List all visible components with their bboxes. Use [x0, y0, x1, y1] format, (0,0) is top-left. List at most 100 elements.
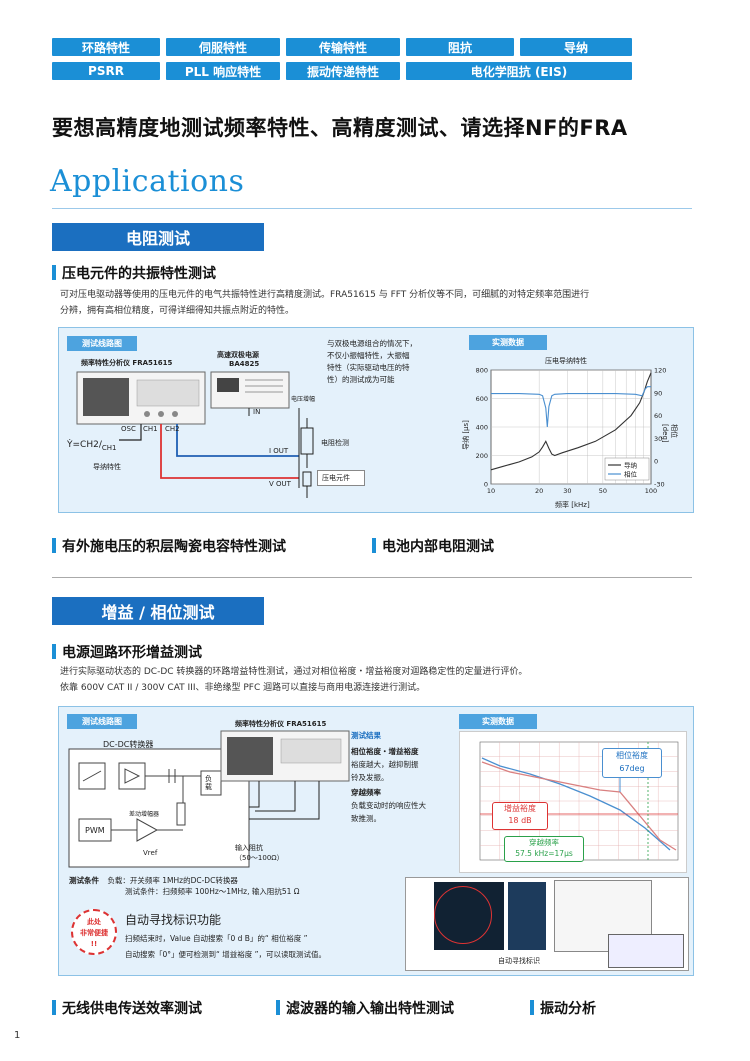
- cond-title: 测试条件: [69, 876, 99, 885]
- chart1-ytick: 800: [476, 367, 488, 375]
- chart1-xtick: 100: [645, 487, 657, 495]
- result-head-1: 相位裕度・增益裕度: [351, 747, 419, 756]
- chart1-ytick: 0: [484, 481, 488, 489]
- res-label: 电阻检测: [321, 439, 349, 447]
- para2-line-1: 进行实际驱动状态的 DC-DC 转换器的环路增益特性测试，通过对相位裕度・增益裕…: [60, 667, 528, 677]
- blue-wire: [176, 424, 299, 457]
- gain-margin-box: 增益裕度 18 dB: [492, 802, 548, 830]
- chart1-y2tick: 60: [654, 412, 662, 420]
- section-divider: [52, 577, 692, 578]
- auto-line-2: 自动搜索「0°」便可检测到“ 增益裕度 ”，可以读取测试值。: [125, 950, 327, 959]
- piezo-circuit-diagram: [76, 371, 314, 498]
- chart1-xtick: 20: [535, 487, 543, 495]
- section1-band: 电阻测试: [52, 223, 264, 251]
- circuit-tag-2: 测试线路图: [67, 714, 137, 729]
- condition-block: 测试条件 负载：开关频率 1MHz的DC-DC转换器: [69, 875, 238, 886]
- chart1-series-1: [491, 386, 651, 428]
- stamp-line-1: 此处: [87, 918, 101, 926]
- chart1-ytick: 200: [476, 452, 488, 460]
- title-divider: [52, 208, 692, 209]
- stamp-badge: 此处 非常便捷 !!: [71, 909, 117, 955]
- screen-mid: [508, 882, 546, 950]
- para-line-1: 可对压电驱动器等使用的压电元件的电气共振特性进行高精度测试。FRA51615 与…: [60, 290, 590, 300]
- note-line-2: 不仅小振幅特性，大振幅: [327, 351, 410, 360]
- para-line-2: 分辨，拥有高相位精度，可得详细得知共振点附近的特性。: [60, 306, 295, 316]
- chart1-legend-text-1: 相位: [624, 470, 638, 479]
- data-tag-2: 实测数据: [459, 714, 537, 729]
- note-line-1: 与双极电源组合的情况下，: [327, 339, 417, 348]
- section2-subtitle-3: 滤波器的输入输出特性测试: [276, 998, 454, 1018]
- auto-line-1: 扫频结束时，Value 自动搜索「0 d B」的“ 相位裕度 ”: [125, 934, 308, 943]
- admittance-formula: Ẏ=CH2/CH1: [67, 440, 117, 452]
- auto-text: 扫频结束时，Value 自动搜索「0 d B」的“ 相位裕度 ” 自动搜索「0°…: [125, 931, 326, 963]
- crossover-value: 57.5 kHz=17μs: [515, 849, 573, 858]
- pwm-label: PWM: [85, 826, 105, 835]
- vref-label: Vref: [143, 849, 158, 857]
- inj-label-2: （50～100Ω）: [235, 854, 284, 862]
- crossover-label: 穿越频率: [529, 838, 559, 847]
- section2-subtitle-4: 振动分析: [530, 998, 596, 1018]
- chart1-y2tick: 90: [654, 389, 662, 397]
- chart1-xtick: 50: [599, 487, 607, 495]
- load-label: 负 载: [205, 775, 212, 791]
- chart1-ytick: 400: [476, 424, 488, 432]
- cond-line-1: 负载：开关频率 1MHz的DC-DC转换器: [107, 876, 238, 885]
- chart1-y2tick: -30: [654, 481, 665, 489]
- ps-label: 高速双极电源: [217, 351, 259, 359]
- result-body-2b: 致推测。: [351, 814, 381, 823]
- section1-subtitle: 压电元件的共振特性测试: [52, 263, 216, 283]
- chart1-legend-text-0: 导纳: [624, 461, 637, 470]
- tag-impedance: 阻抗: [406, 38, 514, 56]
- section2-paragraph: 进行实际驱动状态的 DC-DC 转换器的环路增益特性测试，通过对相位裕度・增益裕…: [60, 664, 700, 696]
- chart1-y2tick: 30: [654, 435, 662, 443]
- bode-chart-box: 相位裕度 67deg 增益裕度 18 dB 穿越频率 57.5 kHz=17μs: [459, 731, 687, 873]
- section2-subtitle: 电源迴路环形增益测试: [52, 642, 202, 662]
- amp-label: 差动增幅器: [129, 811, 160, 818]
- switch-block: [78, 762, 106, 790]
- screen-popup: [608, 934, 684, 968]
- in-label: IN: [253, 408, 261, 416]
- formula-num: CH2: [80, 440, 99, 450]
- auto-title: 自动寻找标识功能: [125, 913, 222, 927]
- dcdc-label: DC-DC转换器: [103, 740, 154, 749]
- note-line-3: 特性（实际驱动电压的特: [327, 363, 410, 372]
- crossover-box: 穿越频率 57.5 kHz=17μs: [504, 836, 584, 862]
- note-text: 与双极电源组合的情况下， 不仅小振幅特性，大振幅 特性（实际驱动电压的特 性）的…: [327, 338, 417, 386]
- headline: 要想高精度地测试频率特性、高精度测试、请选择NF的FRA: [52, 116, 628, 140]
- section2-band: 增益 / 相位测试: [52, 597, 264, 625]
- gain-margin-label: 增益裕度: [504, 804, 536, 813]
- phase-margin-box: 相位裕度 67deg: [602, 748, 662, 778]
- cond-line-2: 测试条件：扫频频率 100Hz～1MHz, 输入阻抗51 Ω: [125, 887, 300, 896]
- circuit-tag: 测试线路图: [67, 336, 137, 351]
- tag-servo: 伺服特性: [166, 38, 280, 56]
- resistor-symbol: [300, 427, 314, 455]
- ps-model: BA4825: [229, 360, 260, 368]
- formula-lhs: Ẏ=: [67, 440, 81, 450]
- red-wire: [160, 424, 299, 479]
- result-box: 测试结果 相位裕度・增益裕度 裕度越大，越抑制振 铃及发振。 穿越频率 负载变动…: [351, 729, 455, 825]
- inj-label-1: 输入阻抗: [235, 844, 263, 852]
- vout-label: V OUT: [269, 480, 291, 488]
- screen-caption: 自动寻找标识: [498, 957, 540, 965]
- chart1-title: 压电导纳特性: [545, 357, 587, 365]
- section2-panel: 测试线路图 实测数据 DC-DC转换器 频率特性分析仪 FRA51615 PWM…: [58, 706, 694, 976]
- section2-subtitle-2: 无线供电传送效率测试: [52, 998, 202, 1018]
- result-body-1b: 铃及发振。: [351, 773, 389, 782]
- fra-label-2: 频率特性分析仪 FRA51615: [235, 720, 327, 728]
- iout-label: I OUT: [269, 447, 289, 455]
- result-head-2: 穿越频率: [351, 788, 381, 797]
- chart1-y2tick: 120: [654, 367, 666, 375]
- load-block: [200, 770, 222, 796]
- osc-label: OSC: [121, 425, 136, 433]
- stamp-line-3: !!: [90, 940, 98, 948]
- phase-margin-label: 相位裕度: [616, 751, 648, 760]
- tag-eis: 电化学阻抗 (EIS): [406, 62, 632, 80]
- piezo-label: 压电元件: [322, 474, 350, 482]
- load-label-2: 载: [205, 783, 212, 791]
- section1-paragraph: 可对压电驱动器等使用的压电元件的电气共振特性进行高精度测试。FRA51615 与…: [60, 287, 700, 319]
- data-tag: 实测数据: [469, 335, 547, 350]
- result-body-2a: 负载变动时的响应性大: [351, 801, 426, 810]
- applications-title: Applications: [50, 164, 245, 199]
